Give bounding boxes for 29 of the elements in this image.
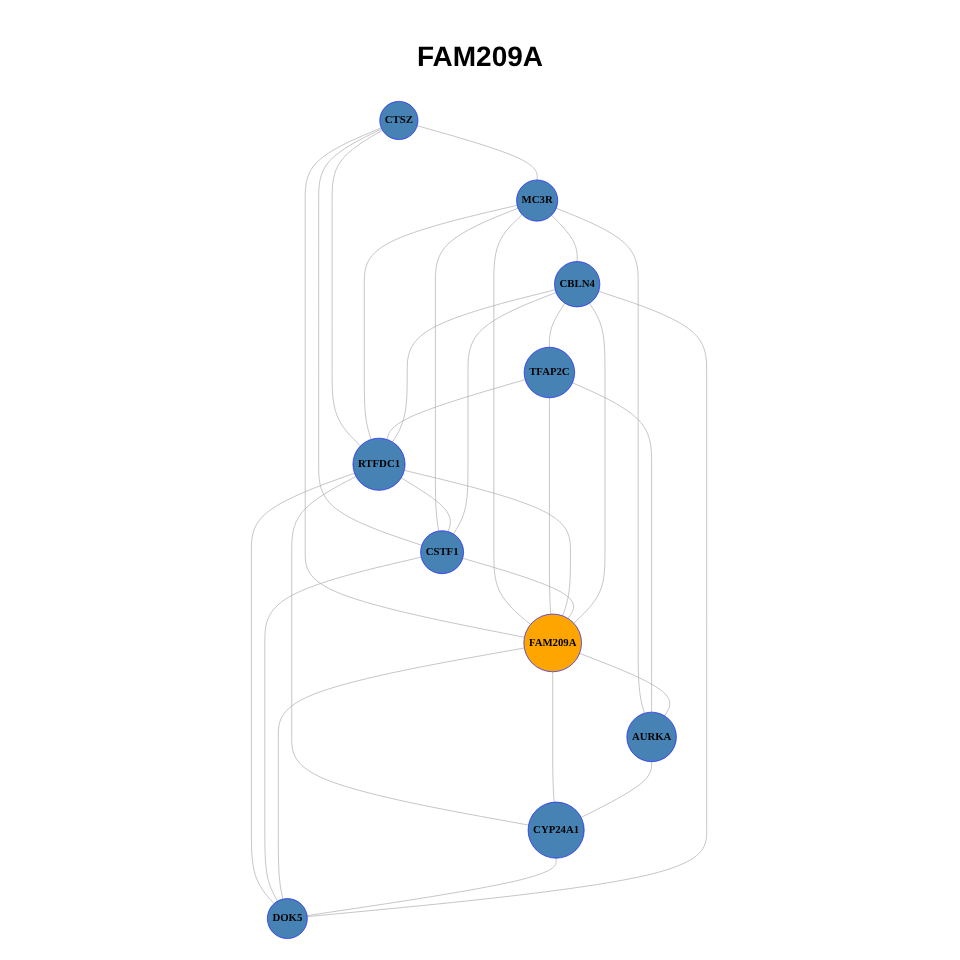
connector (305, 127, 526, 638)
connector (364, 204, 519, 440)
connector (454, 292, 558, 535)
chart-title: FAM209A (414, 40, 546, 72)
connector (580, 653, 672, 717)
connector (332, 129, 384, 447)
connector (553, 671, 556, 803)
connector (387, 379, 527, 440)
connector (581, 761, 653, 818)
connector (573, 382, 653, 713)
connector (292, 476, 530, 826)
connector (278, 647, 526, 900)
connector (265, 556, 423, 902)
connector (550, 302, 567, 348)
connector (319, 128, 424, 546)
connector (401, 477, 452, 532)
connector (307, 291, 708, 917)
connector (417, 125, 539, 181)
connector (405, 470, 572, 617)
connector (550, 397, 553, 615)
connector (436, 207, 520, 532)
connector (252, 472, 356, 905)
connector (494, 214, 532, 625)
connector (556, 207, 646, 714)
connector (393, 289, 557, 443)
connector (574, 302, 607, 624)
connector (307, 857, 558, 916)
connector (552, 214, 579, 262)
connector (463, 557, 575, 619)
